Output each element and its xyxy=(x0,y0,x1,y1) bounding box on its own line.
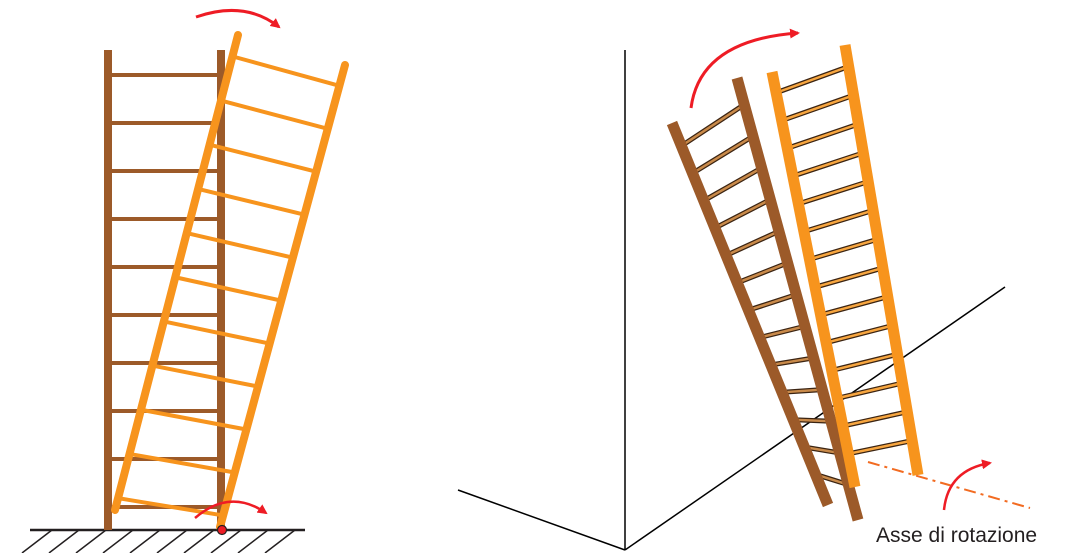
ladder-rung xyxy=(770,356,814,367)
right-figure: Asse di rotazione xyxy=(457,28,1037,551)
ladder-rung xyxy=(797,180,869,206)
pivot-point-icon xyxy=(216,524,228,536)
ladder-rung xyxy=(825,324,893,344)
hatch-line xyxy=(237,529,269,554)
ladder-rung xyxy=(809,237,879,261)
ladder-rung xyxy=(786,122,859,150)
wall-corner xyxy=(457,50,1006,551)
ladder-rung xyxy=(736,261,789,284)
ladder-rung xyxy=(117,496,224,518)
ladder-rung xyxy=(748,293,797,312)
hatch-line xyxy=(210,529,242,554)
top-rotation-arrow-3d-icon xyxy=(689,28,800,109)
hatch-line xyxy=(183,529,215,554)
ladder-rung xyxy=(781,94,854,122)
ladder-rung xyxy=(231,54,340,88)
rotation-axis-label: Asse di rotazione xyxy=(876,524,1037,547)
ladder-rung xyxy=(129,451,236,475)
ladder-rung xyxy=(792,151,864,178)
ladder-rung xyxy=(725,230,780,257)
ladder-rung xyxy=(209,142,317,174)
ladder-rung xyxy=(140,407,247,432)
ladder-rung xyxy=(152,363,259,389)
ladder-rung xyxy=(220,98,329,131)
ladder-rung xyxy=(759,325,806,339)
ladder-rung xyxy=(691,135,754,175)
axis-rotation-arrow-icon xyxy=(942,459,992,511)
hatch-line xyxy=(156,529,188,554)
hatch-line xyxy=(21,529,53,554)
ladder-rung xyxy=(803,209,874,233)
leaning-ladder-brown xyxy=(666,76,864,522)
hatch-line xyxy=(129,529,161,554)
ladder-rung xyxy=(163,319,271,346)
ladder-rung xyxy=(174,275,282,303)
ladder-rung xyxy=(703,166,763,202)
ladder-rung xyxy=(197,186,305,217)
ladder-rung xyxy=(781,388,823,394)
ladder-rung xyxy=(848,439,913,456)
pivot-rotation-arrow-icon xyxy=(194,500,268,519)
ladder-rung xyxy=(680,103,745,147)
leaning-ladder-orange xyxy=(766,44,924,489)
hatch-line xyxy=(48,529,80,554)
ladder-rung xyxy=(775,65,850,94)
left-figure xyxy=(21,8,349,554)
ladder-rung xyxy=(793,418,832,423)
ground-hatch xyxy=(21,528,305,554)
top-rotation-arrow-icon xyxy=(195,8,281,29)
rotation-axis-line xyxy=(867,461,1031,509)
ladder-rung xyxy=(831,353,898,372)
ladder-rung xyxy=(714,198,771,230)
ladder-rung xyxy=(814,266,884,289)
ladder-rung xyxy=(820,295,889,317)
ladder-rung xyxy=(836,381,903,400)
ladder-rung xyxy=(842,410,908,428)
hatch-line xyxy=(102,529,134,554)
hatch-line xyxy=(75,529,107,554)
tilted-ladder xyxy=(111,31,349,531)
ladder-rung xyxy=(186,231,294,260)
hatch-line xyxy=(264,529,296,554)
